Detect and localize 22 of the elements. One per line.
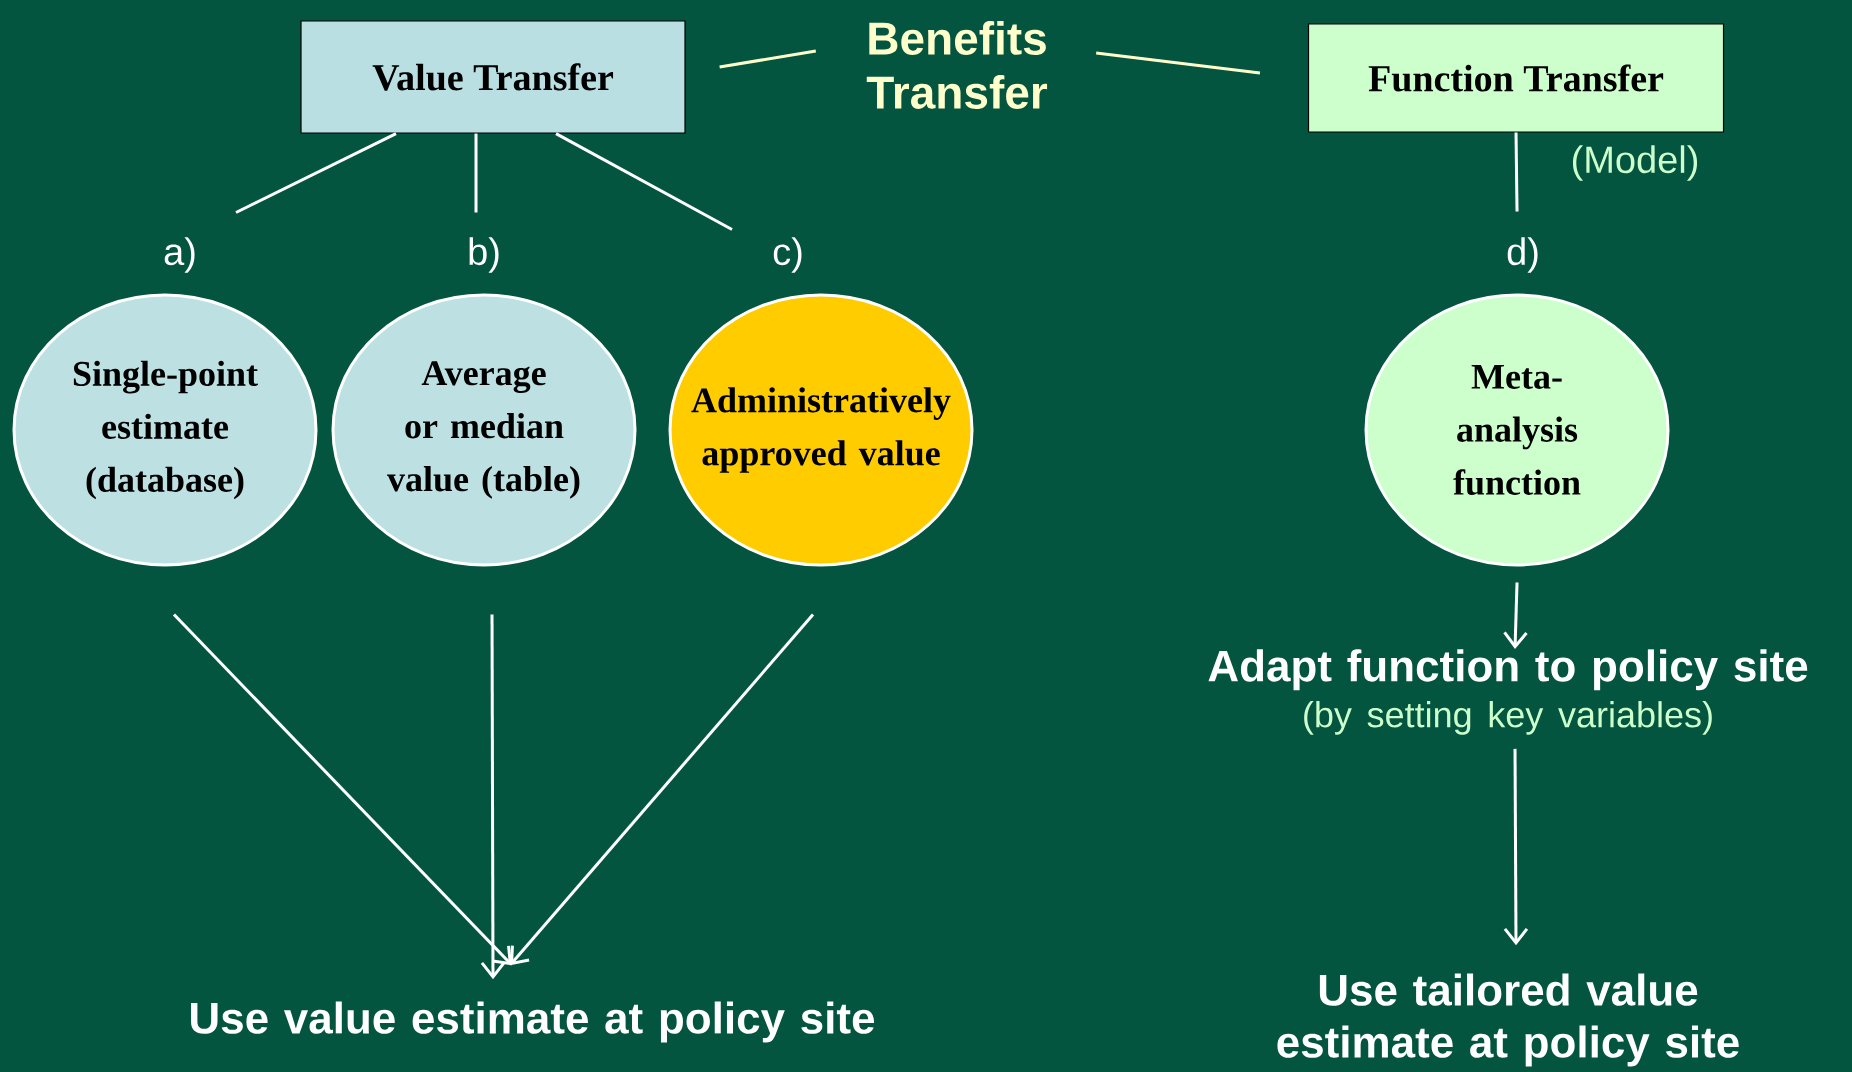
node-label: a) (164, 237, 195, 273)
node-label: b) (469, 237, 499, 273)
title-box: Function Transfer (1307, 23, 1725, 133)
connector-line (719, 49, 817, 69)
arrow (510, 613, 815, 966)
node-label: c) (773, 237, 802, 273)
arrow (172, 613, 512, 966)
heading-text: Benefits Transfer (866, 21, 1048, 109)
result-text: Use value estimate at policy site (191, 1001, 874, 1043)
arrow (1503, 582, 1528, 650)
connector-line (235, 132, 397, 214)
arrow (480, 614, 506, 980)
arrow (1503, 748, 1529, 946)
title-box: Value Transfer (300, 20, 686, 134)
result-text: Use tailored value estimate at policy site (1277, 973, 1739, 1067)
connector-line (1514, 132, 1519, 212)
connector-line (1096, 51, 1261, 75)
step-text: Adapt function to policy site (by setting key variables) (1208, 649, 1808, 735)
connector-line (555, 132, 733, 231)
node-label: d) (1507, 237, 1538, 273)
connector-line (474, 133, 478, 213)
node-label: (Model) (1572, 145, 1698, 181)
